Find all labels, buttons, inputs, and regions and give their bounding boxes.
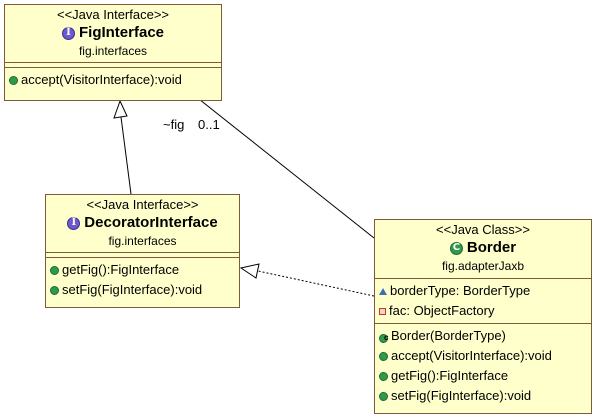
method-label: getFig():FigInterface [391,368,509,383]
decorator-interface-methods: getFig():FigInterface setFig(FigInterfac… [46,257,239,302]
method-row[interactable]: setFig(FigInterface):void [50,280,239,300]
method-label: getFig():FigInterface [62,262,180,277]
border-class-fields: borderType: BorderType fac: ObjectFactor… [375,278,591,323]
border-class-name: Border [466,239,517,256]
attributes-separator [5,62,221,67]
fig-interface-stereotype: <<Java Interface>> [56,7,170,22]
method-label: Border(BorderType) [391,328,506,343]
method-label: accept(VisitorInterface):void [21,72,182,87]
generalization-edge [120,116,132,195]
field-label: fac: ObjectFactory [389,303,495,318]
method-row[interactable]: setFig(FigInterface):void [379,386,591,406]
generalization-arrowhead [113,99,128,119]
method-row[interactable]: c Border(BorderType) [379,326,591,346]
public-method-icon [50,285,59,295]
class-icon: C [449,241,463,255]
border-class-stereotype: <<Java Class>> [436,222,530,237]
protected-field-icon [379,287,387,295]
method-row[interactable]: accept(VisitorInterface):void [379,346,591,366]
decorator-interface-box[interactable]: <<Java Interface>> I DecoratorInterface … [45,194,240,308]
public-method-icon [379,351,388,361]
fig-interface-methods: accept(VisitorInterface):void [5,67,221,92]
method-label: accept(VisitorInterface):void [391,348,552,363]
association-multiplicity-label: 0..1 [198,117,220,132]
method-row[interactable]: getFig():FigInterface [379,366,591,386]
realization-arrowhead [239,263,260,279]
public-method-icon [379,391,388,401]
border-class-package: fig.adapterJaxb [441,259,525,273]
method-row[interactable]: getFig():FigInterface [50,260,239,280]
private-field-icon [379,307,386,315]
method-label: setFig(FigInterface):void [62,282,203,297]
association-edge [179,83,375,239]
decorator-interface-package: fig.interfaces [108,234,177,248]
border-class-methods: c Border(BorderType) accept(VisitorInter… [375,323,591,408]
public-method-icon [379,371,388,381]
decorator-interface-stereotype: <<Java Interface>> [86,197,199,212]
attributes-separator [46,252,239,257]
realization-edge [257,270,375,297]
interface-icon: I [61,26,75,40]
method-label: setFig(FigInterface):void [391,388,532,403]
border-class-box[interactable]: <<Java Class>> C Border fig.adapterJaxb … [374,219,592,414]
decorator-interface-name: DecoratorInterface [84,214,218,231]
method-row[interactable]: accept(VisitorInterface):void [9,70,221,90]
fig-interface-package: fig.interfaces [78,44,148,58]
fig-interface-box[interactable]: <<Java Interface>> I FigInterface fig.in… [4,4,222,101]
constructor-icon: c [379,332,388,343]
field-row[interactable]: fac: ObjectFactory [379,301,591,321]
interface-icon: I [67,216,81,230]
association-role-label: ~fig [163,117,185,132]
field-label: borderType: BorderType [390,283,531,298]
fig-interface-name: FigInterface [78,24,165,41]
public-method-icon [50,265,59,275]
field-row[interactable]: borderType: BorderType [379,281,591,301]
public-method-icon [9,75,18,85]
